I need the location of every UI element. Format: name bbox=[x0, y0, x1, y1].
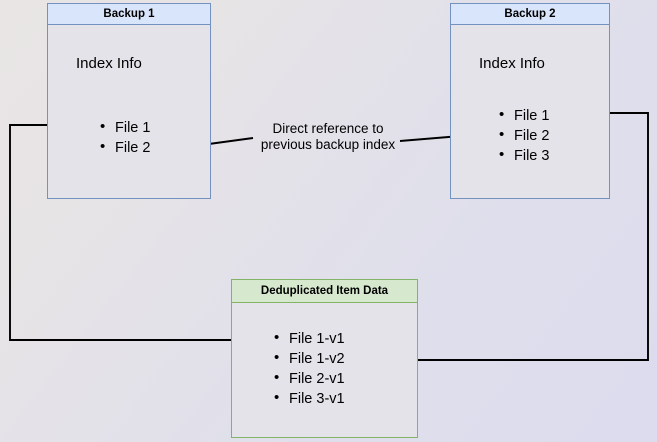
list-item: File 1-v1 bbox=[274, 328, 345, 349]
list-item: File 3-v1 bbox=[274, 388, 345, 409]
backup1-card[interactable]: Backup 1 Index Info File 1 File 2 bbox=[47, 3, 211, 199]
list-item: File 1-v2 bbox=[274, 348, 345, 369]
backup2-index-info-label: Index Info bbox=[479, 55, 545, 72]
list-item: File 1 bbox=[100, 117, 150, 138]
list-item: File 1 bbox=[499, 105, 549, 126]
backup1-header: Backup 1 bbox=[48, 4, 210, 25]
annotation-line-2: previous backup index bbox=[260, 137, 396, 152]
list-item: File 2-v1 bbox=[274, 368, 345, 389]
backup2-body: Index Info File 1 File 2 File 3 bbox=[451, 25, 609, 198]
annotation-direct-reference: Direct reference to previous backup inde… bbox=[258, 121, 398, 153]
backup2-file-list: File 1 File 2 File 3 bbox=[499, 105, 549, 166]
deduplicated-item-data-card[interactable]: Deduplicated Item Data File 1-v1 File 1-… bbox=[231, 279, 418, 438]
dedup-body: File 1-v1 File 1-v2 File 2-v1 File 3-v1 bbox=[232, 303, 417, 437]
list-item: File 3 bbox=[499, 145, 549, 166]
list-item: File 2 bbox=[499, 125, 549, 146]
dedup-file-list: File 1-v1 File 1-v2 File 2-v1 File 3-v1 bbox=[274, 328, 345, 409]
backup1-index-info-label: Index Info bbox=[76, 55, 142, 72]
dedup-header: Deduplicated Item Data bbox=[232, 280, 417, 303]
list-item: File 2 bbox=[100, 137, 150, 158]
backup1-file-list: File 1 File 2 bbox=[100, 117, 150, 158]
backup1-body: Index Info File 1 File 2 bbox=[48, 25, 210, 198]
backup2-card[interactable]: Backup 2 Index Info File 1 File 2 File 3 bbox=[450, 3, 610, 199]
backup2-header: Backup 2 bbox=[451, 4, 609, 25]
annotation-line-1: Direct reference to bbox=[272, 121, 384, 136]
